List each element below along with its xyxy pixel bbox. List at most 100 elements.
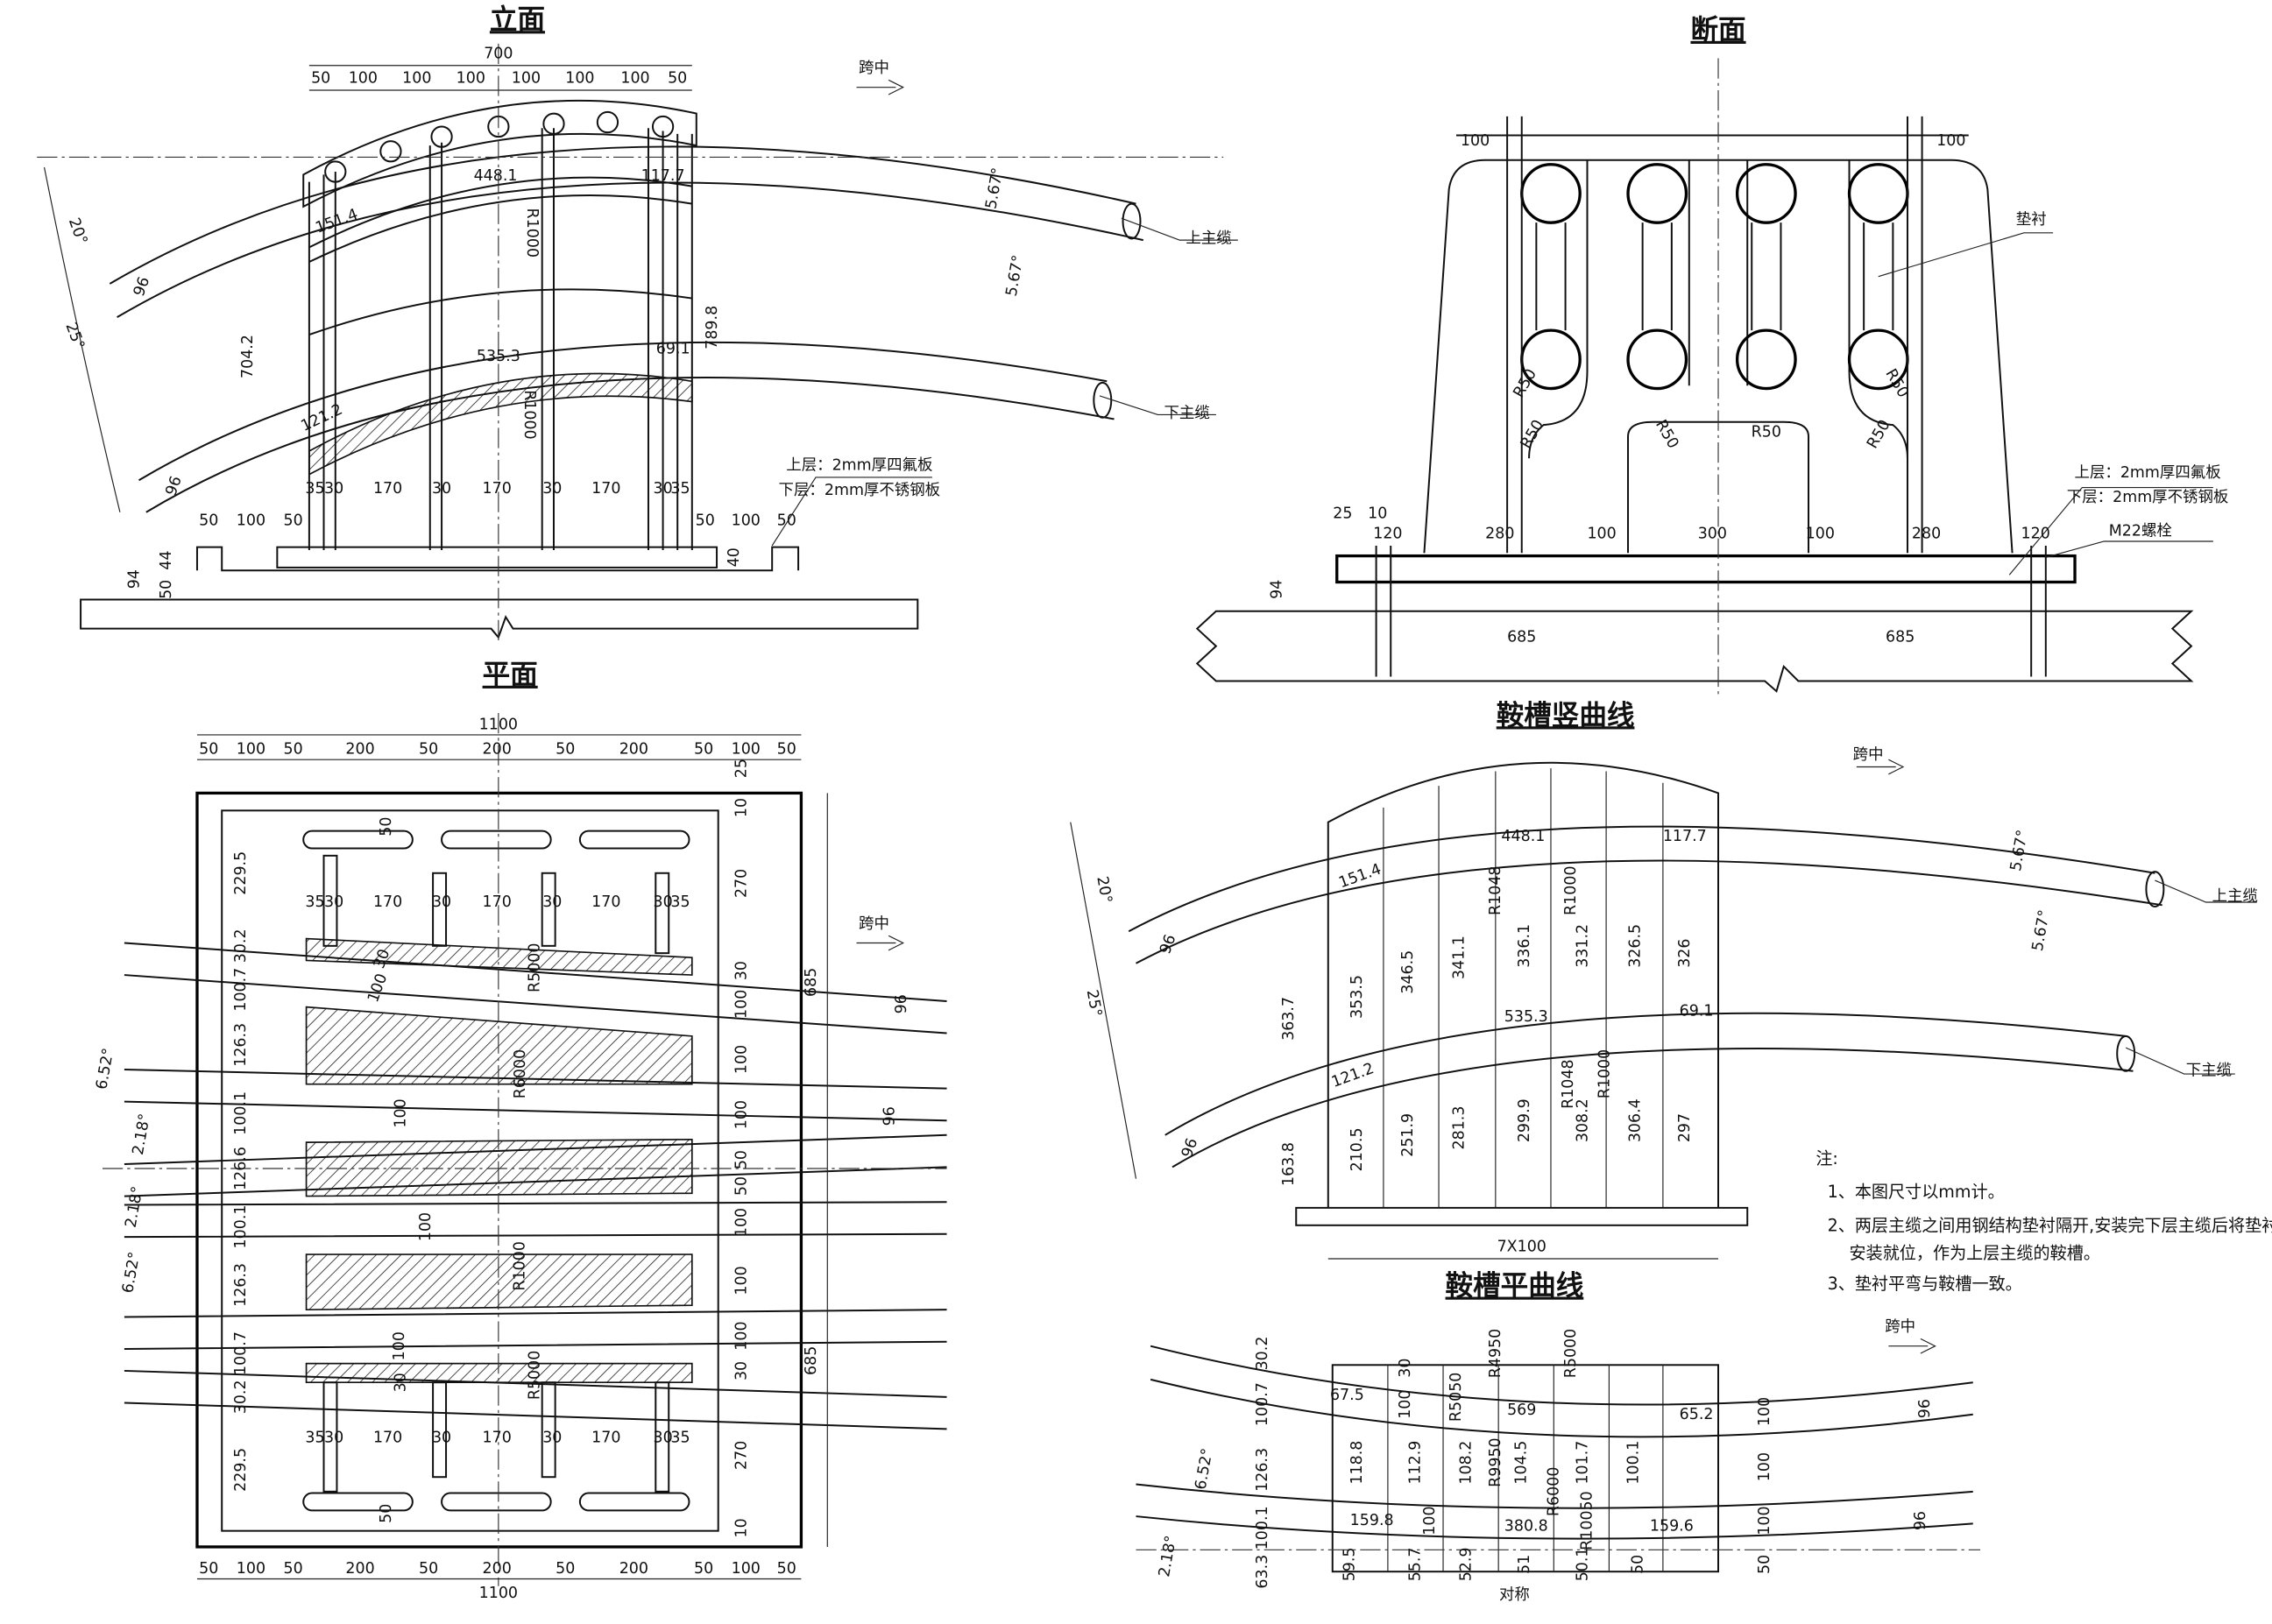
section-dimension-label: 100 [1806,526,1835,543]
plan-dimension-label: 170 [373,893,402,911]
vertical-curve-dimension-label: 96 [1178,1136,1201,1161]
plan-curve-dimension-label: R9950 [1487,1437,1504,1487]
upper-main-cable [109,145,1144,319]
elevation-dimension-label: 170 [373,480,402,498]
plan-dimension-label: 100 [733,1266,750,1295]
plan-dimension-label: 229.5 [232,851,250,895]
plan-curve-dimension-label: 30 [1397,1359,1414,1378]
lower-main-cable [138,341,1115,513]
vertical-curve-dimension-label: R1000 [1562,865,1580,915]
vertical-curve-dimension-label: 210.5 [1348,1127,1366,1171]
vertical-curve-dimension-label: 121.2 [1329,1060,1377,1091]
plan-dimension-label: 100 [732,1560,761,1578]
vertical-curve-dimension-label: 299.9 [1516,1098,1533,1142]
elevation-dimension-label: 704.2 [239,335,257,378]
plan-curve-dimension-label: 63.3 [1254,1555,1271,1589]
plan-dimension-label: 50 [284,741,303,759]
plan-dimension-label: 30 [324,1429,343,1446]
plan-title: 平面 [483,660,538,691]
plan-dimension-label: 170 [483,893,512,911]
vertical-curve-dimension-label: 306.4 [1626,1098,1644,1142]
elevation-dimension-label: 100 [620,70,649,88]
plan-curve-dimension-label: 118.8 [1348,1441,1366,1485]
arrow-right-icon [1888,1338,1936,1354]
vertical-curve-dimension-label: 326.5 [1626,924,1644,968]
plan-curve-dimension-label: 100 [1756,1506,1773,1535]
station-lines [1387,1365,1664,1572]
elevation-dimension-label: 20° [65,215,90,247]
plan-dimension-label: 50 [694,741,713,759]
arrow-right-icon [1856,759,1905,775]
elevation-dimension-label: 96 [162,474,185,498]
vertical-curve-dimension-label: 20° [1093,875,1115,905]
slotted-holes [302,830,690,1512]
section-dimension-label: R50 [1752,423,1781,441]
plan-curve-dimension-label: 55.7 [1406,1547,1424,1581]
lower-main-cable [1164,1012,2134,1169]
plan-dimension-label: 50 [694,1560,713,1578]
elevation-dimension-label: 700 [484,45,513,62]
plan-dimension-label: 100 [237,1560,265,1578]
plan-curve-view: 鞍槽平曲线 [1136,1271,1981,1573]
vertical-curve-dimension-label: 7X100 [1497,1239,1547,1256]
elevation-dimension-label: 100 [457,70,485,88]
plan-dimension-label: 126.3 [232,1023,250,1067]
plan-outer-plate [195,791,803,1549]
plan-dimension-label: 50 [419,1560,438,1578]
elevation-dimension-label: 30 [653,480,672,498]
leader-lines [771,217,1238,547]
plan-dimension-label: 200 [345,741,374,759]
plan-dimension-label: 685 [803,968,820,997]
elevation-dimension-label: 121.2 [299,401,346,435]
section-dimension-label: 100 [1936,132,1965,150]
section-dimension-label: 300 [1698,526,1727,543]
plan-dimension-label: 50 [777,741,796,759]
plan-curve-dimension-label: 100.1 [1625,1441,1643,1485]
elevation-dimension-label: 下层：2mm厚不锈钢板 [779,482,941,499]
elevation-dimension-label: 50 [199,512,218,530]
plan-dimension-label: 30 [542,1429,562,1446]
section-dimension-label: 280 [1485,526,1514,543]
plan-dimension-label: 270 [733,869,750,898]
section-base-plate [1335,554,2077,584]
base-plate [276,546,718,568]
vertical-curve-dimension-label: 341.1 [1450,936,1468,979]
groove-line [308,288,692,336]
section-dimension-label: 94 [1269,580,1286,599]
plan-dimension-label: 35 [305,893,324,911]
elevation-dimension-label: 5.67° [1003,254,1028,298]
note-item: 1、本图尺寸以mm计。 [1828,1182,2005,1202]
vertical-curve-dimension-label: 上主缆 [2212,887,2258,905]
elevation-dimension-label: 50 [158,580,175,599]
elevation-dimension-label: 100 [349,70,378,88]
plan-curve-dimension-label: R10050 [1578,1491,1596,1550]
plan-dimension-label: 2.18° [130,1112,154,1156]
plan-curve-dimension-label: 100 [1421,1506,1439,1535]
vertical-curve-dimension-label: 346.5 [1399,950,1417,994]
section-dimension-label: 上层：2mm厚四氟板 [2075,464,2221,482]
elevation-dimension-label: 40 [725,547,743,567]
vertical-curve-dimension-label: R1048 [1560,1059,1577,1109]
plan-dimension-label: 跨中 [859,915,889,933]
plan-view: 平面 [102,660,947,1586]
plan-dimension-label: 170 [483,1429,512,1446]
section-view: 断面 [1195,15,2213,699]
elevation-dimension-label: 上层：2mm厚四氟板 [786,457,932,475]
plan-curve-dimension-label: 51 [1516,1555,1533,1574]
plan-curve-dimension-label: 101.7 [1574,1441,1591,1485]
vertical-curve-dimension-label: 25° [1083,988,1105,1018]
elevation-dimension-label: 跨中 [859,60,889,77]
elevation-dimension-label: 上主缆 [1186,229,1231,247]
plan-curve-dimension-label: 50 [1756,1555,1773,1574]
plan-dimension-label: 50 [733,1176,750,1196]
plan-dimension-label: 96 [881,1106,899,1126]
plan-dimension-label: 50 [556,1560,575,1578]
saddle-profile [1327,761,1720,1208]
hatched-saddle-grooves [305,937,693,1384]
elevation-view: 立面 [37,4,1238,640]
elevation-dimension-label: 下主缆 [1164,405,1209,422]
elevation-dimension-label: 100 [732,512,761,530]
vertical-curve-dimension-label: 69.1 [1680,1003,1714,1020]
elevation-dimension-label: 117.7 [641,167,685,185]
saddle-top-plate [302,100,697,208]
